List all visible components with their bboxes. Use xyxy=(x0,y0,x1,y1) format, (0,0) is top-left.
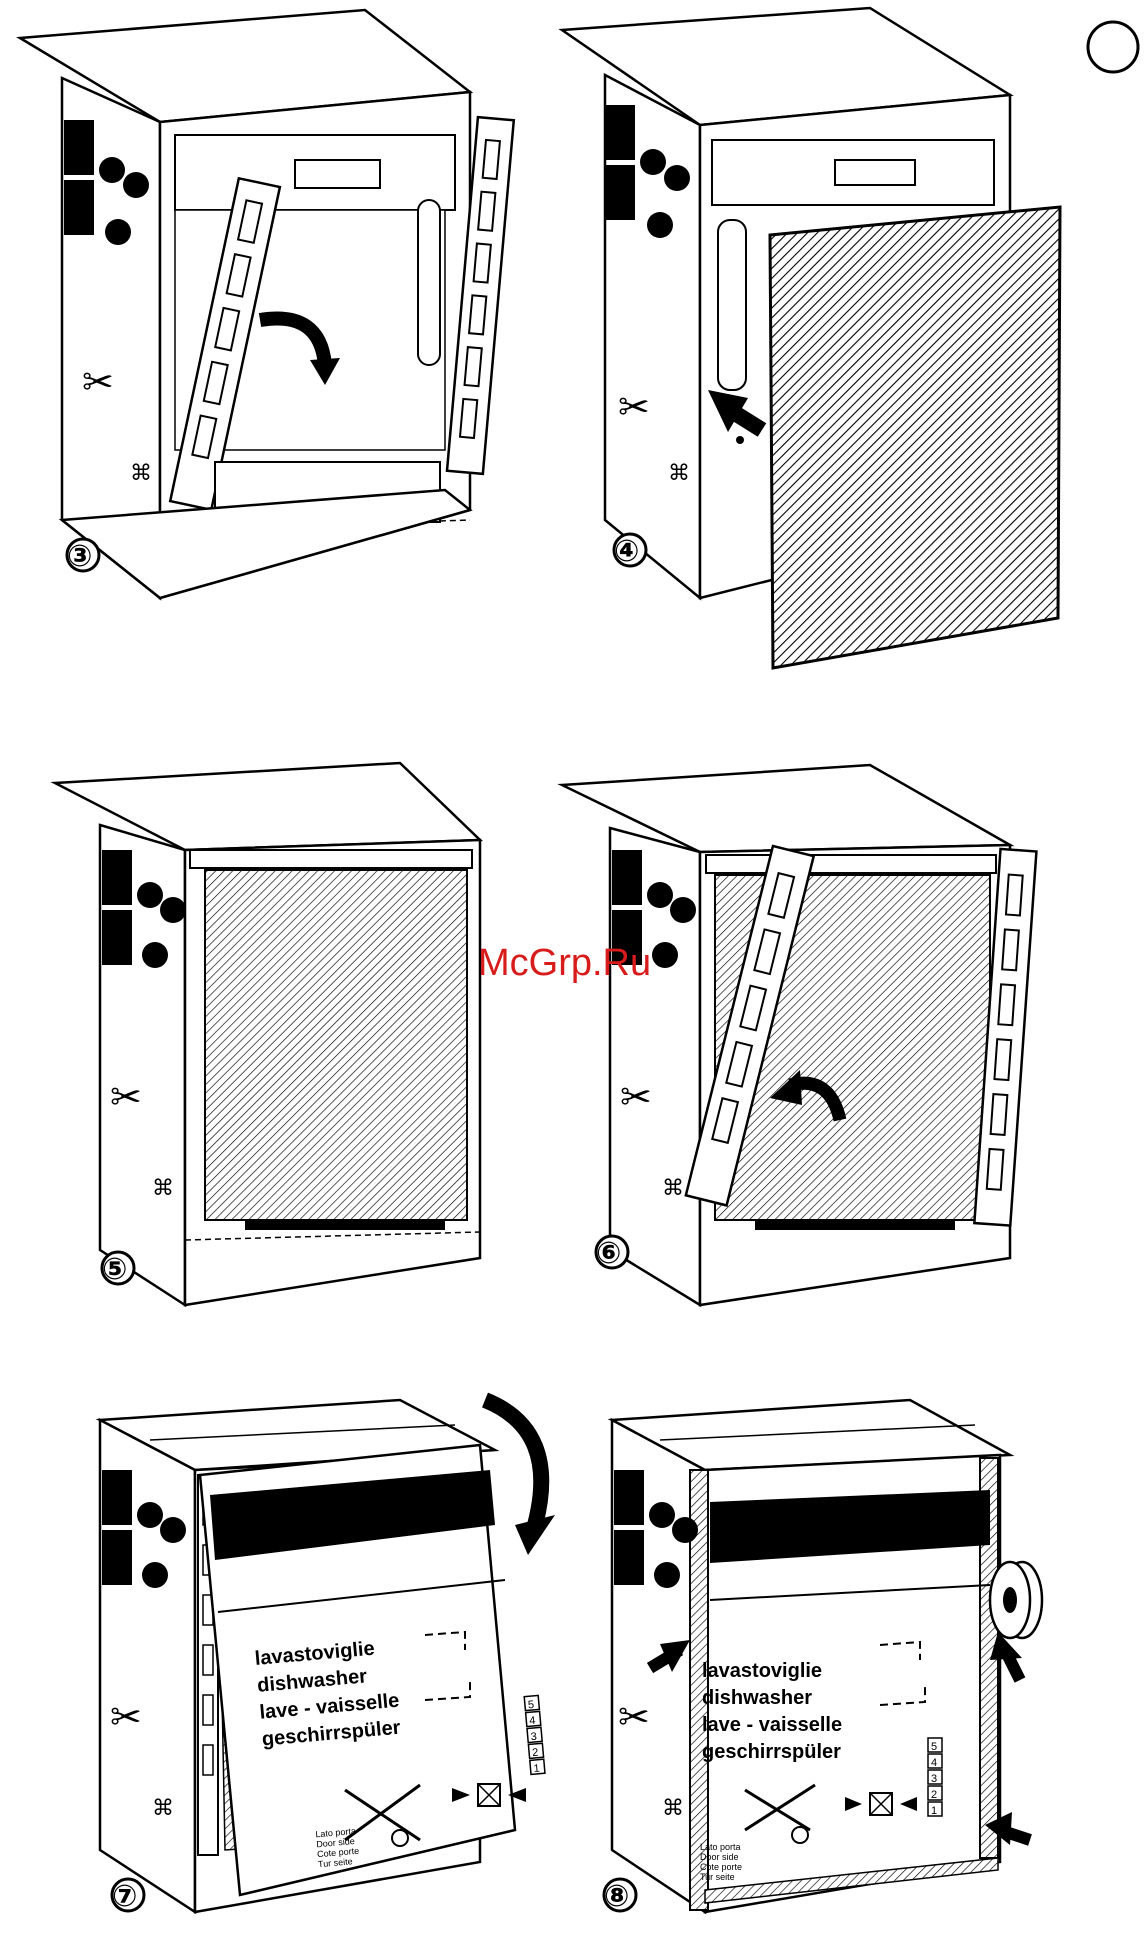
label-line: lavastoviglie xyxy=(702,1660,822,1682)
step-number: ⑥ xyxy=(596,1236,621,1271)
svg-text:✂: ✂ xyxy=(110,1075,142,1119)
side-line: Door side xyxy=(700,1852,739,1862)
stack-number: 3 xyxy=(530,1731,537,1743)
stack-number: 4 xyxy=(931,1757,937,1769)
side-line: Tur seite xyxy=(700,1872,735,1882)
stack-number: 5 xyxy=(931,1741,937,1753)
label-line: lave - vaisselle xyxy=(702,1714,842,1736)
step-8-illustration: ✂ ⌘ xyxy=(604,1400,1042,1912)
svg-text:⌘: ⌘ xyxy=(668,461,690,486)
stack-number: 4 xyxy=(529,1715,536,1727)
step-6-illustration: ✂ ⌘ xyxy=(562,765,1036,1305)
side-line: Cote porte xyxy=(700,1862,742,1872)
step-4-illustration: ✂ ⌘ xyxy=(562,8,1060,668)
watermark: McGrp.Ru xyxy=(478,942,651,984)
stack-number: 1 xyxy=(931,1805,937,1817)
step-number: ⑧ xyxy=(604,1879,629,1914)
side-line: Lato porta xyxy=(700,1842,741,1852)
svg-text:✂: ✂ xyxy=(620,1075,652,1119)
svg-text:⌘: ⌘ xyxy=(152,1176,174,1201)
step-number: ⑤ xyxy=(102,1252,127,1287)
stack-number: 3 xyxy=(931,1773,937,1785)
step-5-illustration: ✂ ⌘ xyxy=(55,763,480,1305)
scissors-icon: ✂ xyxy=(82,360,114,404)
svg-text:⌘: ⌘ xyxy=(130,461,152,486)
step-number: ③ xyxy=(67,539,92,574)
svg-text:✂: ✂ xyxy=(618,385,650,429)
stack-number: 2 xyxy=(931,1789,937,1801)
label-line: dishwasher xyxy=(702,1687,812,1709)
step-number: ④ xyxy=(614,534,639,569)
svg-text:✂: ✂ xyxy=(618,1695,650,1739)
step-3-illustration: ✂ ⌘ xyxy=(20,10,514,598)
stack-limit-icon: 5 4 3 2 1 xyxy=(524,1695,545,1775)
svg-text:⌘: ⌘ xyxy=(662,1796,684,1821)
svg-text:⌘: ⌘ xyxy=(662,1176,684,1201)
stack-number: 5 xyxy=(527,1699,534,1711)
step-number: ⑦ xyxy=(112,1879,137,1914)
stack-number: 2 xyxy=(532,1747,539,1759)
stack-limit-icon: 5 4 3 2 1 xyxy=(928,1738,942,1817)
curved-arrow-icon xyxy=(485,1400,541,1525)
stack-number: 1 xyxy=(533,1763,540,1775)
svg-text:✂: ✂ xyxy=(110,1695,142,1739)
svg-text:⌘: ⌘ xyxy=(152,1796,174,1821)
corner-circle-icon xyxy=(1088,22,1138,72)
label-line: geschirrspüler xyxy=(702,1741,841,1763)
